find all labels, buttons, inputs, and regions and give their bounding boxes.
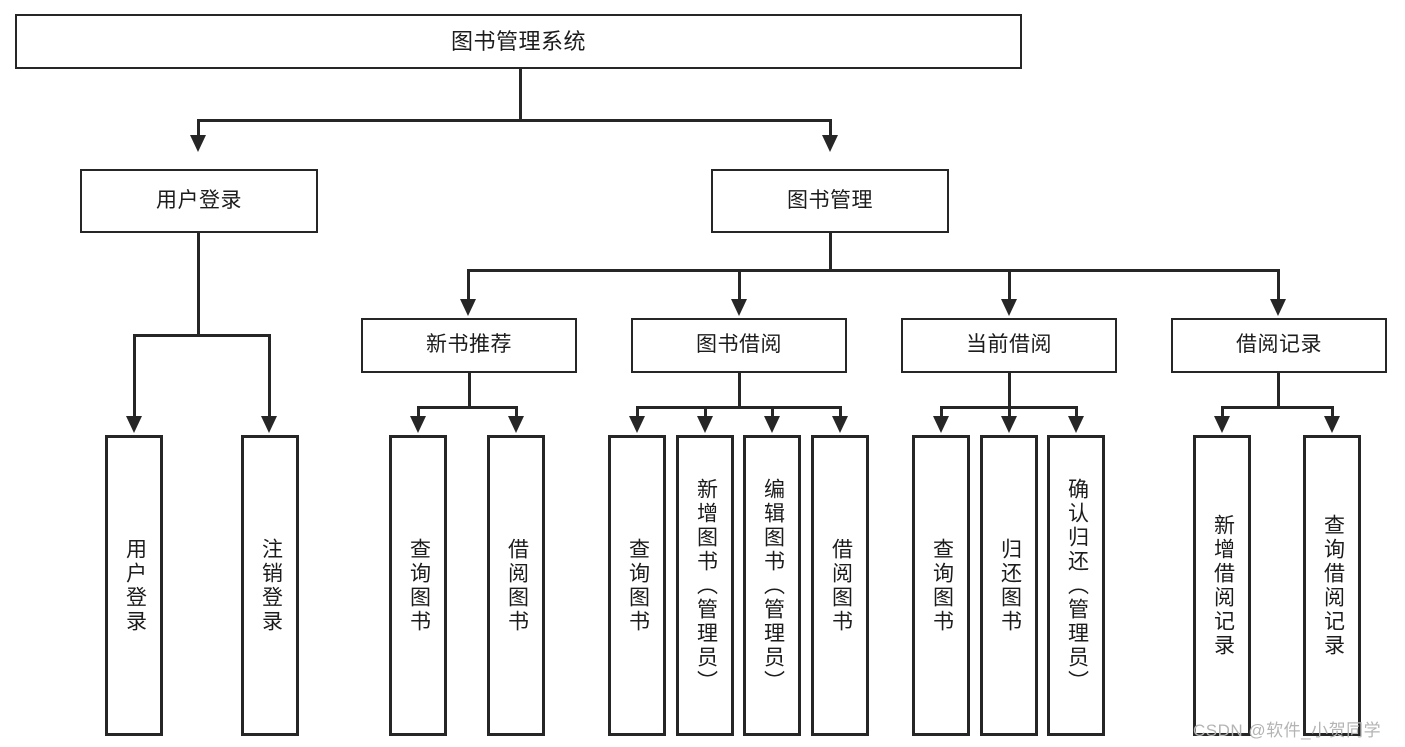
arrow-to-leaf-borrow-lend — [832, 416, 848, 433]
connector-record-stem — [1277, 373, 1280, 408]
arrow-to-new-book-recommend — [460, 299, 476, 316]
node-label: 注销登录 — [259, 537, 283, 634]
node-label: 编辑图书（管理员） — [761, 477, 785, 694]
connector-record-bus — [1221, 406, 1333, 409]
leaf-current-return-book[interactable]: 归还图书 — [980, 435, 1038, 736]
connector-current-branch-3 — [1075, 406, 1078, 418]
connector-user-login-bus — [133, 334, 270, 337]
node-label: 新增借阅记录 — [1211, 513, 1235, 658]
node-label: 新增图书（管理员） — [694, 477, 718, 694]
connector-borrow-branch-1 — [636, 406, 639, 418]
node-label: 确认归还（管理员） — [1065, 477, 1089, 694]
connector-borrow-bus — [636, 406, 841, 409]
leaf-borrow-query-book[interactable]: 查询图书 — [608, 435, 666, 736]
arrow-to-leaf-recommend-borrow — [508, 416, 524, 433]
leaf-user-login[interactable]: 用户登录 — [105, 435, 163, 736]
node-label: 查询图书 — [930, 537, 954, 634]
connector-record-branch-2 — [1331, 406, 1334, 418]
leaf-record-add[interactable]: 新增借阅记录 — [1193, 435, 1251, 736]
arrow-to-book-manage — [822, 135, 838, 152]
leaf-logout-login[interactable]: 注销登录 — [241, 435, 299, 736]
connector-user-login-stem — [197, 233, 200, 336]
connector-record-branch-1 — [1221, 406, 1224, 418]
node-label: 图书管理 — [787, 188, 873, 212]
arrow-to-leaf-logout — [261, 416, 277, 433]
connector-borrow-stem — [738, 373, 741, 408]
arrow-to-leaf-borrow-add — [697, 416, 713, 433]
arrow-to-user-login — [190, 135, 206, 152]
leaf-record-query[interactable]: 查询借阅记录 — [1303, 435, 1361, 736]
connector-root-bus — [197, 119, 832, 122]
arrow-to-leaf-record-add — [1214, 416, 1230, 433]
arrow-to-book-borrow — [731, 299, 747, 316]
node-label: 新书推荐 — [426, 333, 512, 357]
connector-root-branch-right — [829, 119, 832, 137]
leaf-borrow-edit-book[interactable]: 编辑图书（管理员） — [743, 435, 801, 736]
node-current-borrow[interactable]: 当前借阅 — [901, 318, 1117, 373]
connector-recommend-branch-2 — [515, 406, 518, 418]
leaf-borrow-lend-book[interactable]: 借阅图书 — [811, 435, 869, 736]
connector-book-manage-branch-2 — [738, 269, 741, 301]
node-label: 归还图书 — [998, 537, 1022, 634]
connector-current-stem — [1008, 373, 1011, 408]
connector-current-branch-1 — [940, 406, 943, 418]
connector-user-login-branch-2 — [268, 334, 271, 418]
arrow-to-leaf-current-return — [1001, 416, 1017, 433]
connector-borrow-branch-3 — [771, 406, 774, 418]
connector-book-manage-branch-1 — [467, 269, 470, 301]
node-label: 查询借阅记录 — [1321, 513, 1345, 658]
leaf-current-query-book[interactable]: 查询图书 — [912, 435, 970, 736]
node-label: 查询图书 — [626, 537, 650, 634]
node-label: 借阅图书 — [829, 537, 853, 634]
node-book-borrow[interactable]: 图书借阅 — [631, 318, 847, 373]
node-user-login[interactable]: 用户登录 — [80, 169, 318, 233]
arrow-to-leaf-recommend-query — [410, 416, 426, 433]
connector-root-stem — [519, 69, 522, 121]
leaf-recommend-borrow-book[interactable]: 借阅图书 — [487, 435, 545, 736]
node-label: 用户登录 — [123, 537, 147, 634]
arrow-to-leaf-borrow-query — [629, 416, 645, 433]
leaf-borrow-add-book[interactable]: 新增图书（管理员） — [676, 435, 734, 736]
watermark-text: CSDN @软件_小贺同学 — [1193, 721, 1382, 740]
arrow-to-leaf-current-query — [933, 416, 949, 433]
node-label: 查询图书 — [407, 537, 431, 634]
connector-book-manage-branch-3 — [1008, 269, 1011, 301]
node-label: 用户登录 — [156, 188, 242, 212]
leaf-current-confirm-return[interactable]: 确认归还（管理员） — [1047, 435, 1105, 736]
arrow-to-current-borrow — [1001, 299, 1017, 316]
arrow-to-leaf-user-login — [126, 416, 142, 433]
connector-book-manage-branch-4 — [1277, 269, 1280, 301]
leaf-recommend-query-book[interactable]: 查询图书 — [389, 435, 447, 736]
connector-borrow-branch-2 — [704, 406, 707, 418]
arrow-to-borrow-record — [1270, 299, 1286, 316]
node-book-manage[interactable]: 图书管理 — [711, 169, 949, 233]
connector-user-login-branch-1 — [133, 334, 136, 418]
arrow-to-leaf-record-query — [1324, 416, 1340, 433]
node-label: 当前借阅 — [966, 333, 1052, 357]
connector-recommend-bus — [417, 406, 517, 409]
node-label: 借阅图书 — [505, 537, 529, 634]
connector-current-branch-2 — [1008, 406, 1011, 418]
node-label: 图书借阅 — [696, 333, 782, 357]
node-root-system[interactable]: 图书管理系统 — [15, 14, 1022, 69]
connector-book-manage-bus — [467, 269, 1279, 272]
connector-borrow-branch-4 — [839, 406, 842, 418]
arrow-to-leaf-current-confirm — [1068, 416, 1084, 433]
node-label: 图书管理系统 — [450, 28, 586, 54]
node-borrow-record[interactable]: 借阅记录 — [1171, 318, 1387, 373]
arrow-to-leaf-borrow-edit — [764, 416, 780, 433]
node-label: 借阅记录 — [1236, 333, 1322, 357]
connector-book-manage-stem — [829, 233, 832, 271]
connector-recommend-stem — [468, 373, 471, 408]
node-new-book-recommend[interactable]: 新书推荐 — [361, 318, 577, 373]
connector-recommend-branch-1 — [417, 406, 420, 418]
connector-root-branch-left — [197, 119, 200, 137]
